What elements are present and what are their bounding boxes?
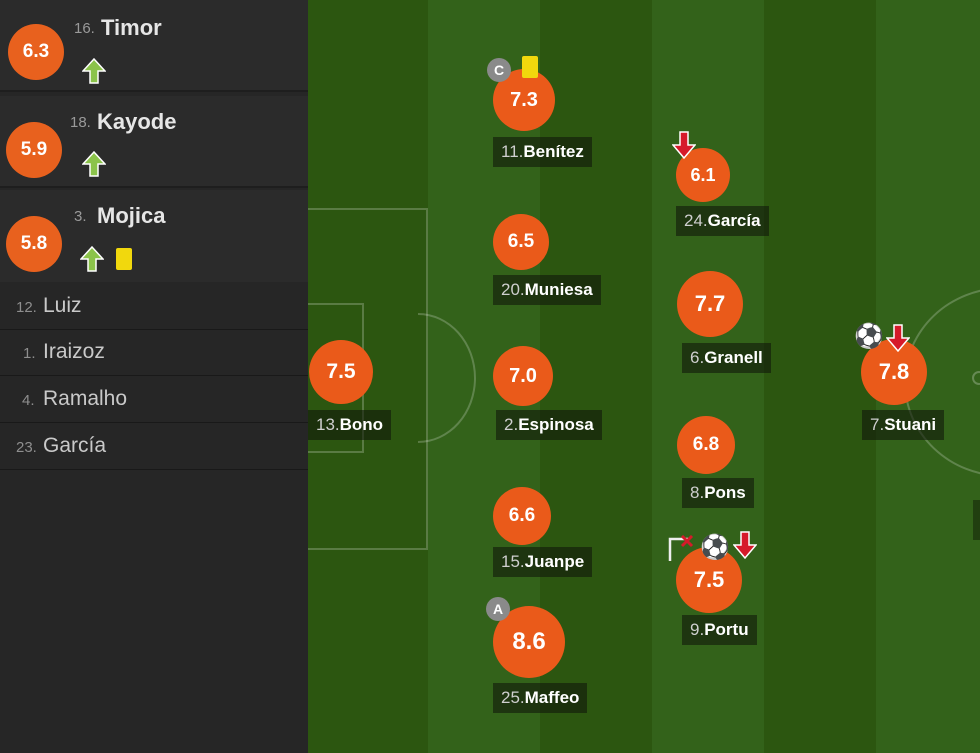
player-label: 7.Stuani (862, 410, 945, 440)
player-name: Granell (704, 348, 763, 367)
player-label: 8.Pons (682, 478, 754, 508)
player-label: 2.Espinosa (496, 410, 602, 440)
player-name: Maffeo (524, 688, 580, 707)
player-number: 25. (501, 688, 525, 707)
player-name: Mojica (97, 203, 166, 228)
captain-badge: C (487, 58, 511, 82)
sub-out-arrow-icon (733, 531, 757, 559)
bench-row-ramalho[interactable]: 4. Ramalho (0, 377, 308, 423)
player-name: García (707, 211, 761, 230)
player-label: 6.Granell (682, 343, 771, 373)
player-name: Espinosa (518, 415, 594, 434)
player-label: 15.Juanpe (493, 547, 593, 577)
substitute-row-timor[interactable]: 6.3 16. Timor (0, 0, 308, 92)
player-label: 25.Maffeo (493, 683, 588, 713)
player-number: 4. (22, 392, 35, 409)
player-number: 3. (74, 208, 87, 225)
bench-row-garcia[interactable]: 23. García (0, 424, 308, 470)
player-number: 7. (870, 415, 885, 434)
scroll-handle[interactable] (973, 500, 980, 540)
sub-in-arrow-icon (80, 246, 104, 272)
player-number: 2. (504, 415, 519, 434)
sub-out-arrow-icon (886, 324, 910, 352)
player-name: Bono (339, 415, 384, 434)
player-number: 6. (690, 348, 705, 367)
substitutes-panel: 6.3 16. Timor 5.9 18. Kayode 5.8 3. Moji… (0, 0, 308, 753)
bench-row-luiz[interactable]: 12. Luiz (0, 284, 308, 330)
rating-badge: 7.0 (493, 346, 553, 406)
rating-badge: 7.7 (677, 271, 743, 337)
player-name: García (43, 434, 107, 457)
player-name: Benítez (523, 142, 584, 161)
player-label: 11.Benítez (493, 137, 592, 167)
player-number: 11. (501, 142, 524, 161)
player-number: 15. (501, 552, 525, 571)
player-number: 1. (23, 345, 36, 362)
assist-badge: A (486, 597, 510, 621)
player-number: 12. (16, 299, 37, 316)
substitute-row-mojica[interactable]: 5.8 3. Mojica (0, 190, 308, 282)
player-name: Pons (704, 483, 746, 502)
player-name: Ramalho (43, 387, 128, 410)
sub-out-arrow-icon (672, 131, 696, 159)
player-number: 8. (690, 483, 705, 502)
player-name: Timor (101, 15, 162, 40)
player-name: Kayode (97, 109, 177, 134)
rating-badge: 5.8 (6, 216, 62, 272)
player-name: Muniesa (524, 280, 593, 299)
player-number: 20. (501, 280, 525, 299)
player-number: 16. (74, 20, 95, 37)
yellow-card-icon (116, 248, 132, 270)
player-number: 9. (690, 620, 705, 639)
missed-chance-icon (668, 535, 694, 561)
pitch: 7.3 C 11.Benítez 6.1 24.García 6.5 20.Mu… (308, 0, 980, 753)
player-number: 18. (70, 114, 91, 131)
player-number: 23. (16, 439, 37, 456)
player-label: 20.Muniesa (493, 275, 601, 305)
player-name: Iraizoz (43, 340, 105, 363)
player-name: Luiz (43, 294, 82, 317)
player-name: Portu (704, 620, 749, 639)
bench-row-iraizoz[interactable]: 1. Iraizoz (0, 330, 308, 376)
player-label: 9.Portu (682, 615, 757, 645)
sub-in-arrow-icon (82, 58, 106, 84)
player-number: 13. (316, 415, 340, 434)
ball-icon: ⚽ (700, 534, 730, 561)
player-name: Juanpe (524, 552, 585, 571)
center-spot (972, 371, 980, 385)
rating-badge: 7.5 (309, 340, 373, 404)
yellow-card-icon (522, 56, 538, 78)
rating-badge: 6.6 (493, 487, 551, 545)
player-number: 24. (684, 211, 708, 230)
rating-badge: 6.5 (493, 214, 549, 270)
player-label: 13.Bono (308, 410, 392, 440)
rating-badge: 7.5 (676, 547, 742, 613)
player-name: Stuani (884, 415, 937, 434)
rating-badge: 6.3 (8, 24, 64, 80)
rating-badge: 7.8 (861, 339, 927, 405)
rating-badge: 8.6 (493, 606, 565, 678)
sub-in-arrow-icon (82, 151, 106, 177)
ball-icon: ⚽ (854, 323, 884, 350)
rating-badge: 6.8 (677, 416, 735, 474)
rating-badge: 5.9 (6, 122, 62, 178)
substitute-row-kayode[interactable]: 5.9 18. Kayode (0, 96, 308, 188)
player-label: 24.García (676, 206, 769, 236)
